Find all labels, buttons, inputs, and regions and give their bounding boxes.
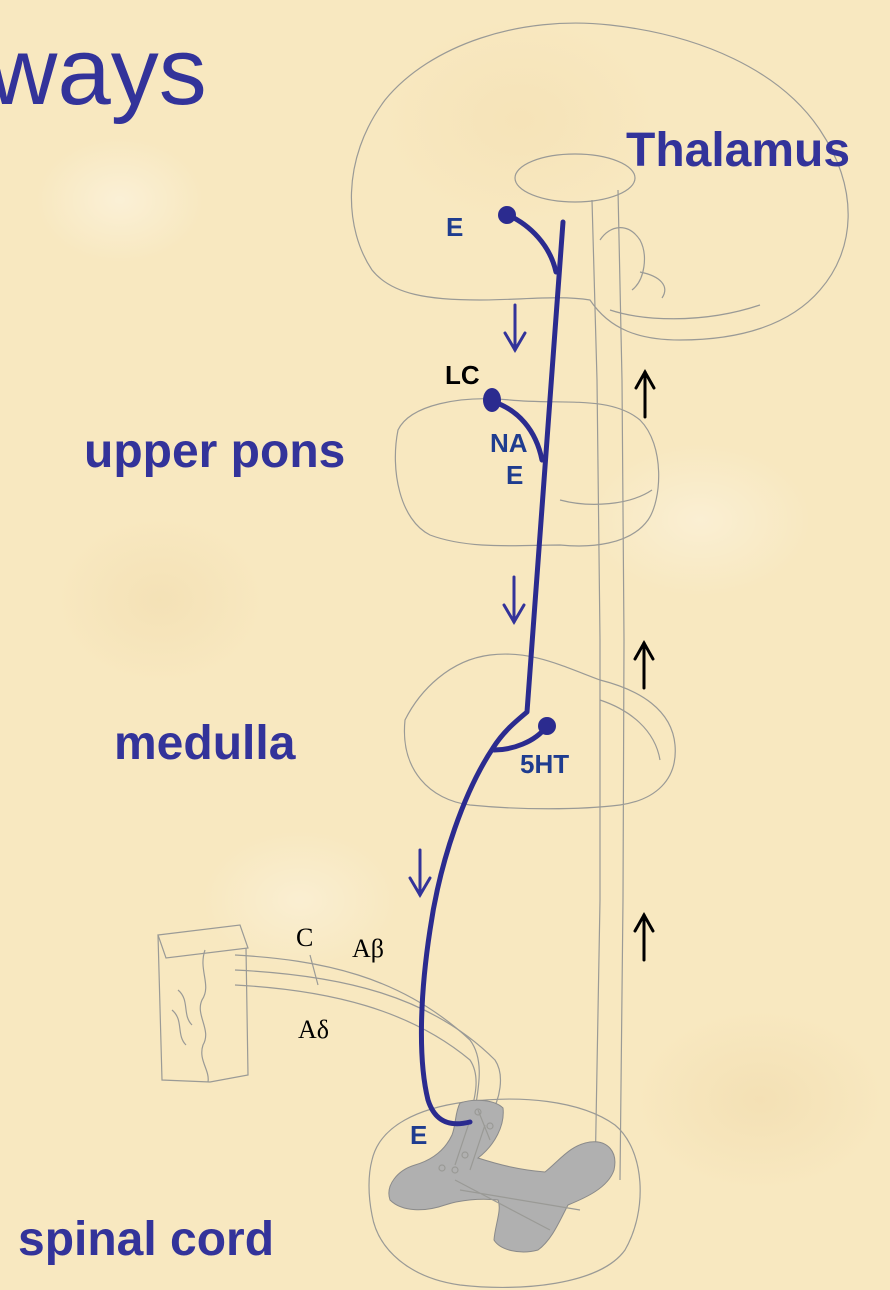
ascending-arrow-1 [634,368,656,419]
fiber-c-label: C [296,923,313,952]
pons-inner-fold [559,489,653,505]
thalamic-e-branch [505,212,559,275]
fiber-abeta-path [234,969,502,1116]
medulla-inner-fold [599,699,661,761]
fiber-abeta-label: Aβ [352,934,384,963]
skin-top [157,924,249,959]
fiber-label-tick [309,954,319,986]
main-descending-axon [418,219,566,1127]
medulla-outline [403,653,676,810]
spinal-cord-section [368,1098,641,1289]
thalamus-label: Thalamus [626,124,850,177]
spinal-column-outline [591,189,646,1181]
cord-cell-4 [451,1166,459,1174]
serotonin-label: 5HT [520,749,569,779]
lc-branch [491,399,545,463]
skin-body [157,934,249,1083]
skin-jagged-edge [199,949,209,1083]
thalamic-e-soma [498,206,516,224]
cord-cell-3 [461,1151,469,1159]
ascending-arrow-3 [633,911,655,962]
cord-cell-5 [438,1164,446,1172]
upper-pons-label: upper pons [84,425,345,478]
medulla-label: medulla [114,717,296,770]
spinal-cord-label: spinal cord [18,1213,274,1266]
lc-soma [483,388,501,412]
ascending-arrows [633,368,656,962]
descending-arrow-3 [408,848,432,898]
descending-arrows [408,303,527,898]
ascending-arrow-2 [633,639,655,690]
gray-matter [388,1099,616,1253]
cord-neuron-lines [454,1109,581,1231]
column-inner-wall [599,227,646,291]
sensory-fibers [234,954,502,1116]
spinal-e-label: E [410,1120,427,1150]
descending-pathway [418,206,566,1127]
skin-lines [171,989,193,1046]
nae-label-line2: E [506,460,523,490]
cerebrum-outline [350,22,849,341]
slide-title: ways [0,18,207,125]
descending-arrow-1 [503,303,527,353]
cerebrum-fold-small [639,271,666,299]
pons-outline [394,398,660,547]
skin-block [157,924,249,1083]
thalamic-e-label: E [446,212,463,242]
cord-cell-1 [474,1108,482,1116]
column-left-wall [591,199,601,1181]
fiber-adelta-path [234,984,477,1116]
serotonin-soma [538,717,556,735]
lc-label: LC [445,360,480,390]
thalamus-outline [514,153,636,203]
column-right-wall [617,189,625,1181]
descending-arrow-2 [502,575,526,625]
fiber-c-path [234,954,480,1111]
brain-outline [350,22,849,341]
nae-label-line1: NA [490,428,528,458]
fiber-adelta-label: Aδ [298,1015,329,1044]
cerebrum-fold [609,304,761,320]
cord-cell-2 [486,1122,494,1130]
